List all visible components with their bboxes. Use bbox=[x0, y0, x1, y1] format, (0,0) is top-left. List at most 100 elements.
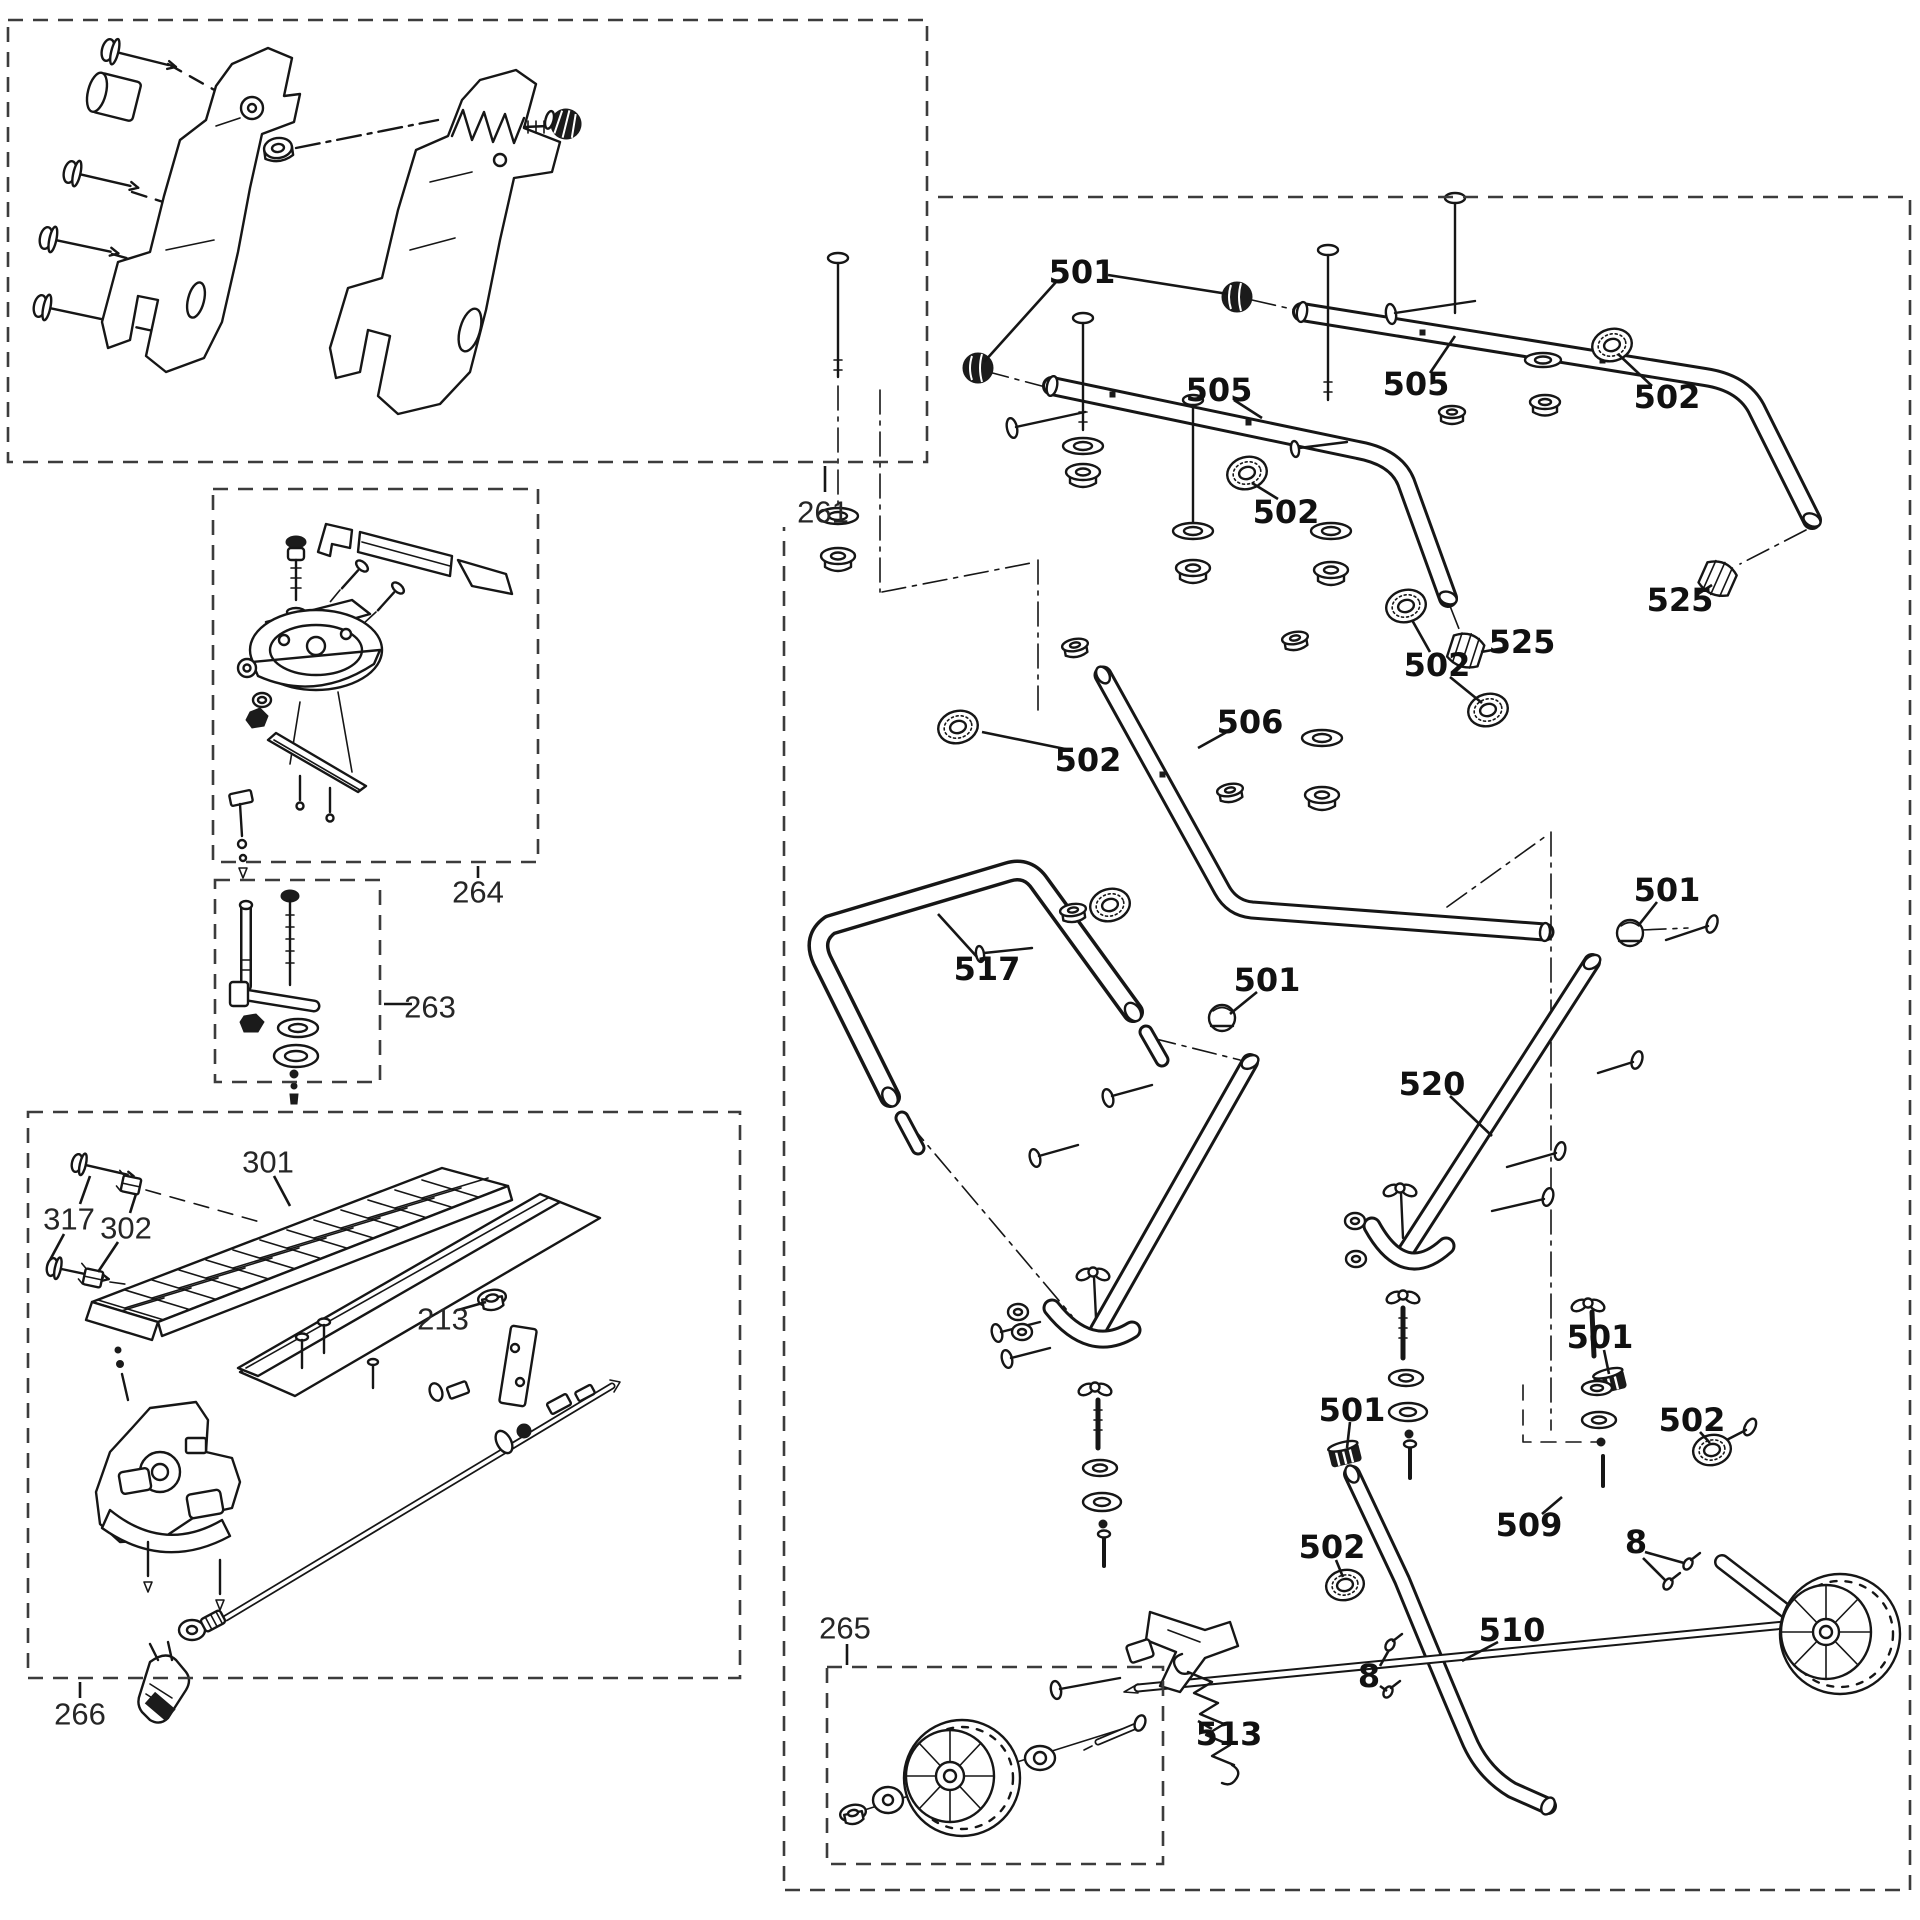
spring-icon bbox=[450, 108, 526, 145]
part-label-265: 265 bbox=[819, 1611, 871, 1646]
part-label-266: 266 bbox=[54, 1697, 106, 1732]
leader-line-502 bbox=[1617, 353, 1653, 387]
leader-line-302 bbox=[128, 1193, 138, 1214]
wheel bbox=[1778, 1572, 1902, 1696]
part-label-525: 525 bbox=[1489, 623, 1556, 661]
leader-line-502 bbox=[1449, 675, 1483, 705]
screw-icon bbox=[45, 1256, 110, 1282]
part-label-510: 510 bbox=[1479, 1611, 1546, 1649]
screw-icon bbox=[294, 1317, 380, 1390]
flange-nuts bbox=[819, 393, 1562, 924]
tube-505-rear bbox=[1292, 300, 1822, 530]
group-box-main bbox=[782, 195, 1912, 1892]
bushings-502 bbox=[937, 327, 1733, 1602]
flange-nut-icon bbox=[476, 1288, 508, 1312]
wing-bolts bbox=[1075, 1182, 1606, 1397]
tube-506-support bbox=[1093, 665, 1555, 943]
inner-box-fragment bbox=[1522, 1384, 1603, 1443]
spacer-icon bbox=[85, 71, 142, 122]
part-label-8: 8 bbox=[1625, 1523, 1647, 1561]
leader-line-502 bbox=[1334, 1559, 1345, 1578]
screw-icon bbox=[62, 159, 140, 192]
spring-513 bbox=[1172, 1652, 1240, 1786]
hex-nuts bbox=[1006, 1211, 1368, 1342]
miter-slide-bar bbox=[266, 731, 368, 794]
leader-line-513 bbox=[1197, 1719, 1213, 1731]
side-knob bbox=[236, 657, 258, 679]
axle-tube-509 bbox=[1123, 1619, 1800, 1694]
group-261-bracket-halves bbox=[32, 37, 582, 416]
clip-nut-icon bbox=[115, 1169, 143, 1196]
part-label-502: 502 bbox=[1404, 646, 1471, 684]
leader-line-525 bbox=[1697, 583, 1713, 596]
part-label-502: 502 bbox=[1055, 741, 1122, 779]
guard-half-left bbox=[100, 46, 302, 374]
part-label-301: 301 bbox=[242, 1145, 294, 1180]
part-label-261: 261 bbox=[797, 495, 849, 530]
leader-line-517 bbox=[937, 913, 978, 958]
group-263-rod-assembly bbox=[228, 889, 321, 1105]
construction-lines bbox=[837, 299, 1807, 1431]
group-box-265 bbox=[825, 1665, 1165, 1866]
leg-tube-front bbox=[1089, 1053, 1260, 1339]
fence-extrusion bbox=[84, 1166, 514, 1342]
leader-line-502 bbox=[981, 730, 1071, 752]
nut-icon bbox=[262, 136, 295, 163]
screw-icon bbox=[376, 581, 406, 612]
leader-line-501 bbox=[1636, 901, 1659, 927]
group-box-264 bbox=[211, 487, 540, 864]
group-266-rip-fence bbox=[45, 1152, 621, 1724]
wheel bbox=[902, 1718, 1022, 1838]
leg-elbow-left bbox=[1042, 1298, 1142, 1349]
part-label-517: 517 bbox=[954, 950, 1021, 988]
group-box-266 bbox=[26, 1110, 742, 1680]
leg-elbow-right bbox=[1362, 1216, 1456, 1271]
caps-501 bbox=[962, 281, 1645, 1468]
part-label-506: 506 bbox=[1217, 703, 1284, 741]
leader-line-502 bbox=[1251, 481, 1279, 501]
leader-line-501 bbox=[1345, 1421, 1352, 1449]
t-bolt bbox=[228, 789, 254, 879]
fence-rod bbox=[177, 1379, 621, 1642]
part-label-501: 501 bbox=[1319, 1391, 1386, 1429]
leader-line-301 bbox=[272, 1175, 292, 1207]
leader-line-317 bbox=[48, 1233, 66, 1261]
tube-505-front bbox=[1042, 374, 1458, 608]
fence-rail bbox=[236, 1192, 602, 1398]
leader-line-213 bbox=[457, 1300, 487, 1312]
guard-half-right bbox=[328, 68, 562, 416]
screw-icon bbox=[38, 225, 120, 257]
stud-stacks bbox=[1081, 1305, 1618, 1568]
part-label-509: 509 bbox=[1496, 1506, 1563, 1544]
leader-line-8 bbox=[1378, 1649, 1391, 1667]
clip-nut-icon bbox=[77, 1262, 105, 1289]
part-label-505: 505 bbox=[1186, 371, 1253, 409]
axle-pin bbox=[1083, 1714, 1147, 1751]
leg-tube-520 bbox=[1395, 953, 1602, 1263]
screw-icon bbox=[100, 37, 178, 71]
group-main-stand-frame bbox=[807, 191, 1902, 1816]
part-label-8: 8 bbox=[1358, 1657, 1380, 1695]
flange-nut-icon bbox=[838, 1803, 868, 1826]
leg-tube-510 bbox=[1343, 1464, 1557, 1816]
leader-line-506 bbox=[1197, 726, 1235, 750]
part-label-302: 302 bbox=[100, 1211, 152, 1246]
leader-line-502 bbox=[1699, 1431, 1711, 1444]
group-boxes-layer bbox=[6, 18, 1912, 1892]
leader-line-501 bbox=[1107, 273, 1229, 296]
leader-line-302 bbox=[96, 1241, 120, 1273]
group-264-miter-gauge bbox=[228, 522, 514, 879]
leader-line-520 bbox=[1449, 1095, 1493, 1137]
knob-bolt-icon bbox=[543, 108, 582, 140]
part-label-502: 502 bbox=[1634, 378, 1701, 416]
leader-line-502 bbox=[1410, 619, 1432, 653]
protractor-body bbox=[248, 598, 384, 692]
set-screws-8 bbox=[1382, 1551, 1702, 1699]
part-label-520: 520 bbox=[1399, 1065, 1466, 1103]
washers bbox=[816, 351, 1563, 748]
part-label-501: 501 bbox=[1567, 1318, 1634, 1356]
leader-line-509 bbox=[1541, 1496, 1563, 1515]
leader-line-510 bbox=[1461, 1640, 1499, 1663]
